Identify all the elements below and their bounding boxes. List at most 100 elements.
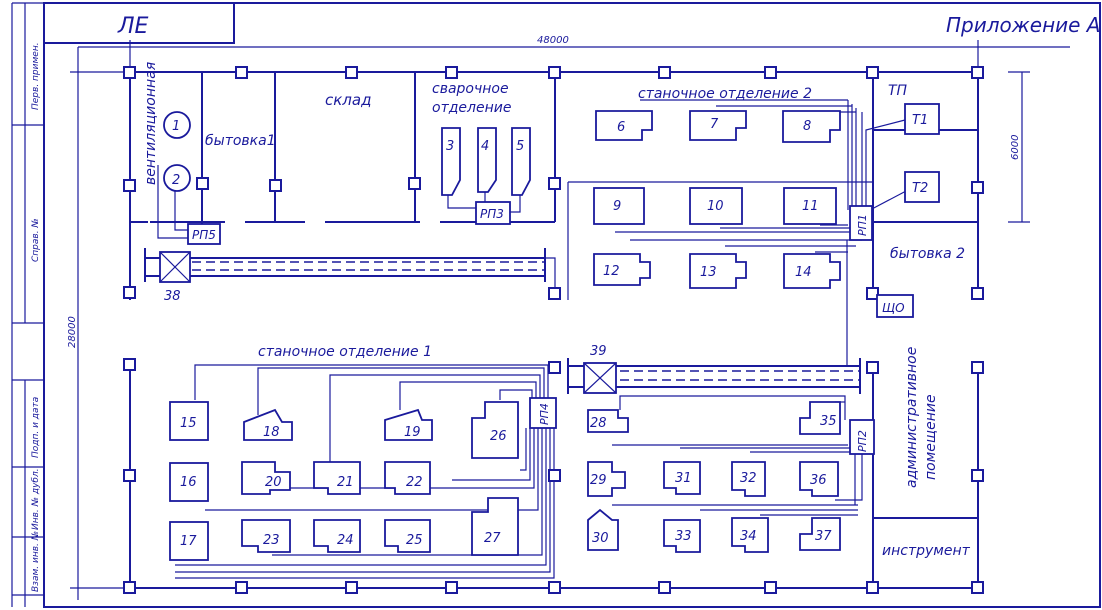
equipment-label-37: 37: [815, 529, 832, 544]
panel-rp5-label: РП5: [192, 228, 216, 242]
dimension-width: 28000: [67, 316, 78, 348]
equipment-label-8: 8: [803, 119, 811, 134]
equipment-label-10: 10: [707, 199, 724, 214]
dimension-bay: 6000: [1010, 135, 1021, 160]
room-ventilation: вентиляционная: [143, 62, 159, 185]
equipment-label-20: 20: [265, 475, 282, 490]
equipment-label-14: 14: [795, 265, 812, 280]
machine-12: [593, 253, 651, 286]
panel-shcho-label: ЩО: [882, 301, 905, 315]
panel-rp3: [475, 201, 511, 225]
machine-13: [689, 253, 747, 289]
equipment-label-26: 26: [490, 429, 507, 444]
machine-17: [169, 521, 209, 561]
equipment-label-12: 12: [603, 264, 620, 279]
machine-27: [471, 497, 519, 556]
room-welding-1: сварочное: [432, 81, 509, 97]
panel-rp5: [187, 223, 221, 245]
equipment-label-5: 5: [516, 139, 524, 154]
panel-rp1: [849, 205, 873, 241]
side-label-2: Справ. №: [31, 218, 41, 262]
transformer-t1: [904, 103, 940, 135]
machine-20: [241, 461, 291, 495]
machine-34: [731, 517, 769, 553]
equipment-label-21: 21: [337, 475, 354, 490]
equipment-label-30: 30: [592, 531, 609, 546]
equipment-label-15: 15: [180, 416, 197, 431]
machine-24: [313, 519, 361, 553]
machine-21: [313, 461, 361, 495]
machine-11: [783, 187, 837, 225]
vent-unit-38: [159, 251, 191, 283]
equipment-label-32: 32: [740, 471, 757, 486]
fan-2: [163, 164, 191, 192]
equipment-label-28: 28: [590, 416, 607, 431]
equipment-label-33: 33: [675, 529, 692, 544]
cable-routes: [157, 99, 909, 579]
building-columns: [123, 66, 984, 594]
machine-35: [799, 401, 841, 435]
equipment-label-35: 35: [820, 414, 837, 429]
sheet-frame: [11, 2, 1101, 608]
dimension-lines: [70, 40, 1070, 600]
side-label-3: Подп. и дата: [31, 397, 41, 458]
machine-29: [587, 461, 626, 497]
equipment-label-13: 13: [700, 265, 717, 280]
side-label-4: Инв. № дубл.: [31, 468, 41, 530]
machine-22: [384, 461, 431, 495]
machine-8: [782, 110, 841, 143]
room-admin-1: административное: [904, 347, 920, 488]
room-warehouse: склад: [325, 91, 371, 109]
machine-31: [663, 461, 701, 495]
equipment-label-7: 7: [710, 117, 719, 132]
machine-9: [593, 187, 645, 225]
equipment-label-18: 18: [263, 425, 280, 440]
equipment-label-38: 38: [164, 289, 181, 304]
equipment-label-16: 16: [180, 475, 197, 490]
side-label-1: Перв. примен.: [31, 42, 41, 110]
equipment-label-22: 22: [406, 475, 423, 490]
equipment-label-29: 29: [590, 473, 607, 488]
equipment-label-2: 2: [172, 173, 180, 188]
busbars: [144, 248, 861, 394]
equipment-label-6: 6: [617, 120, 625, 135]
fan-1: [163, 111, 191, 139]
machine-37: [799, 517, 841, 551]
machine-25: [384, 519, 431, 553]
machine-36: [799, 461, 839, 497]
equipment-label-31: 31: [675, 471, 692, 486]
room-household1: бытовка1: [205, 133, 276, 149]
equipment-label-3: 3: [446, 139, 454, 154]
panel-rp3-label: РП3: [480, 207, 504, 221]
panel-rp1-label: РП1: [856, 214, 869, 236]
title-stamp: ЛЕ: [117, 14, 149, 39]
equipment-label-36: 36: [810, 473, 827, 488]
welder-3: [441, 127, 461, 196]
vent-unit-39: [583, 362, 617, 394]
transformer-t1-label: Т1: [912, 113, 928, 128]
transformer-t2: [904, 171, 940, 203]
panel-shcho: [876, 294, 914, 318]
room-welding-2: отделение: [432, 100, 511, 116]
room-substation: ТП: [888, 83, 908, 99]
machine-16: [169, 462, 209, 502]
machine-32: [731, 461, 766, 497]
welder-4: [477, 127, 497, 193]
machine-18: [243, 408, 293, 441]
equipment-label-1: 1: [172, 119, 180, 134]
machine-19: [384, 408, 433, 441]
machine-30: [587, 508, 619, 551]
equipment-label-11: 11: [802, 199, 819, 214]
equipment-label-24: 24: [337, 533, 354, 548]
machine-14: [783, 253, 841, 289]
side-label-5: Взам. инв. №: [31, 531, 41, 592]
machine-28: [587, 409, 629, 433]
equipment-label-17: 17: [180, 534, 197, 549]
panel-rp2-label: РП2: [856, 430, 869, 452]
room-admin-2: помещение: [923, 394, 939, 480]
equipment-label-34: 34: [740, 529, 757, 544]
machine-26: [471, 401, 519, 459]
machine-10: [689, 187, 743, 225]
equipment-label-19: 19: [404, 425, 421, 440]
